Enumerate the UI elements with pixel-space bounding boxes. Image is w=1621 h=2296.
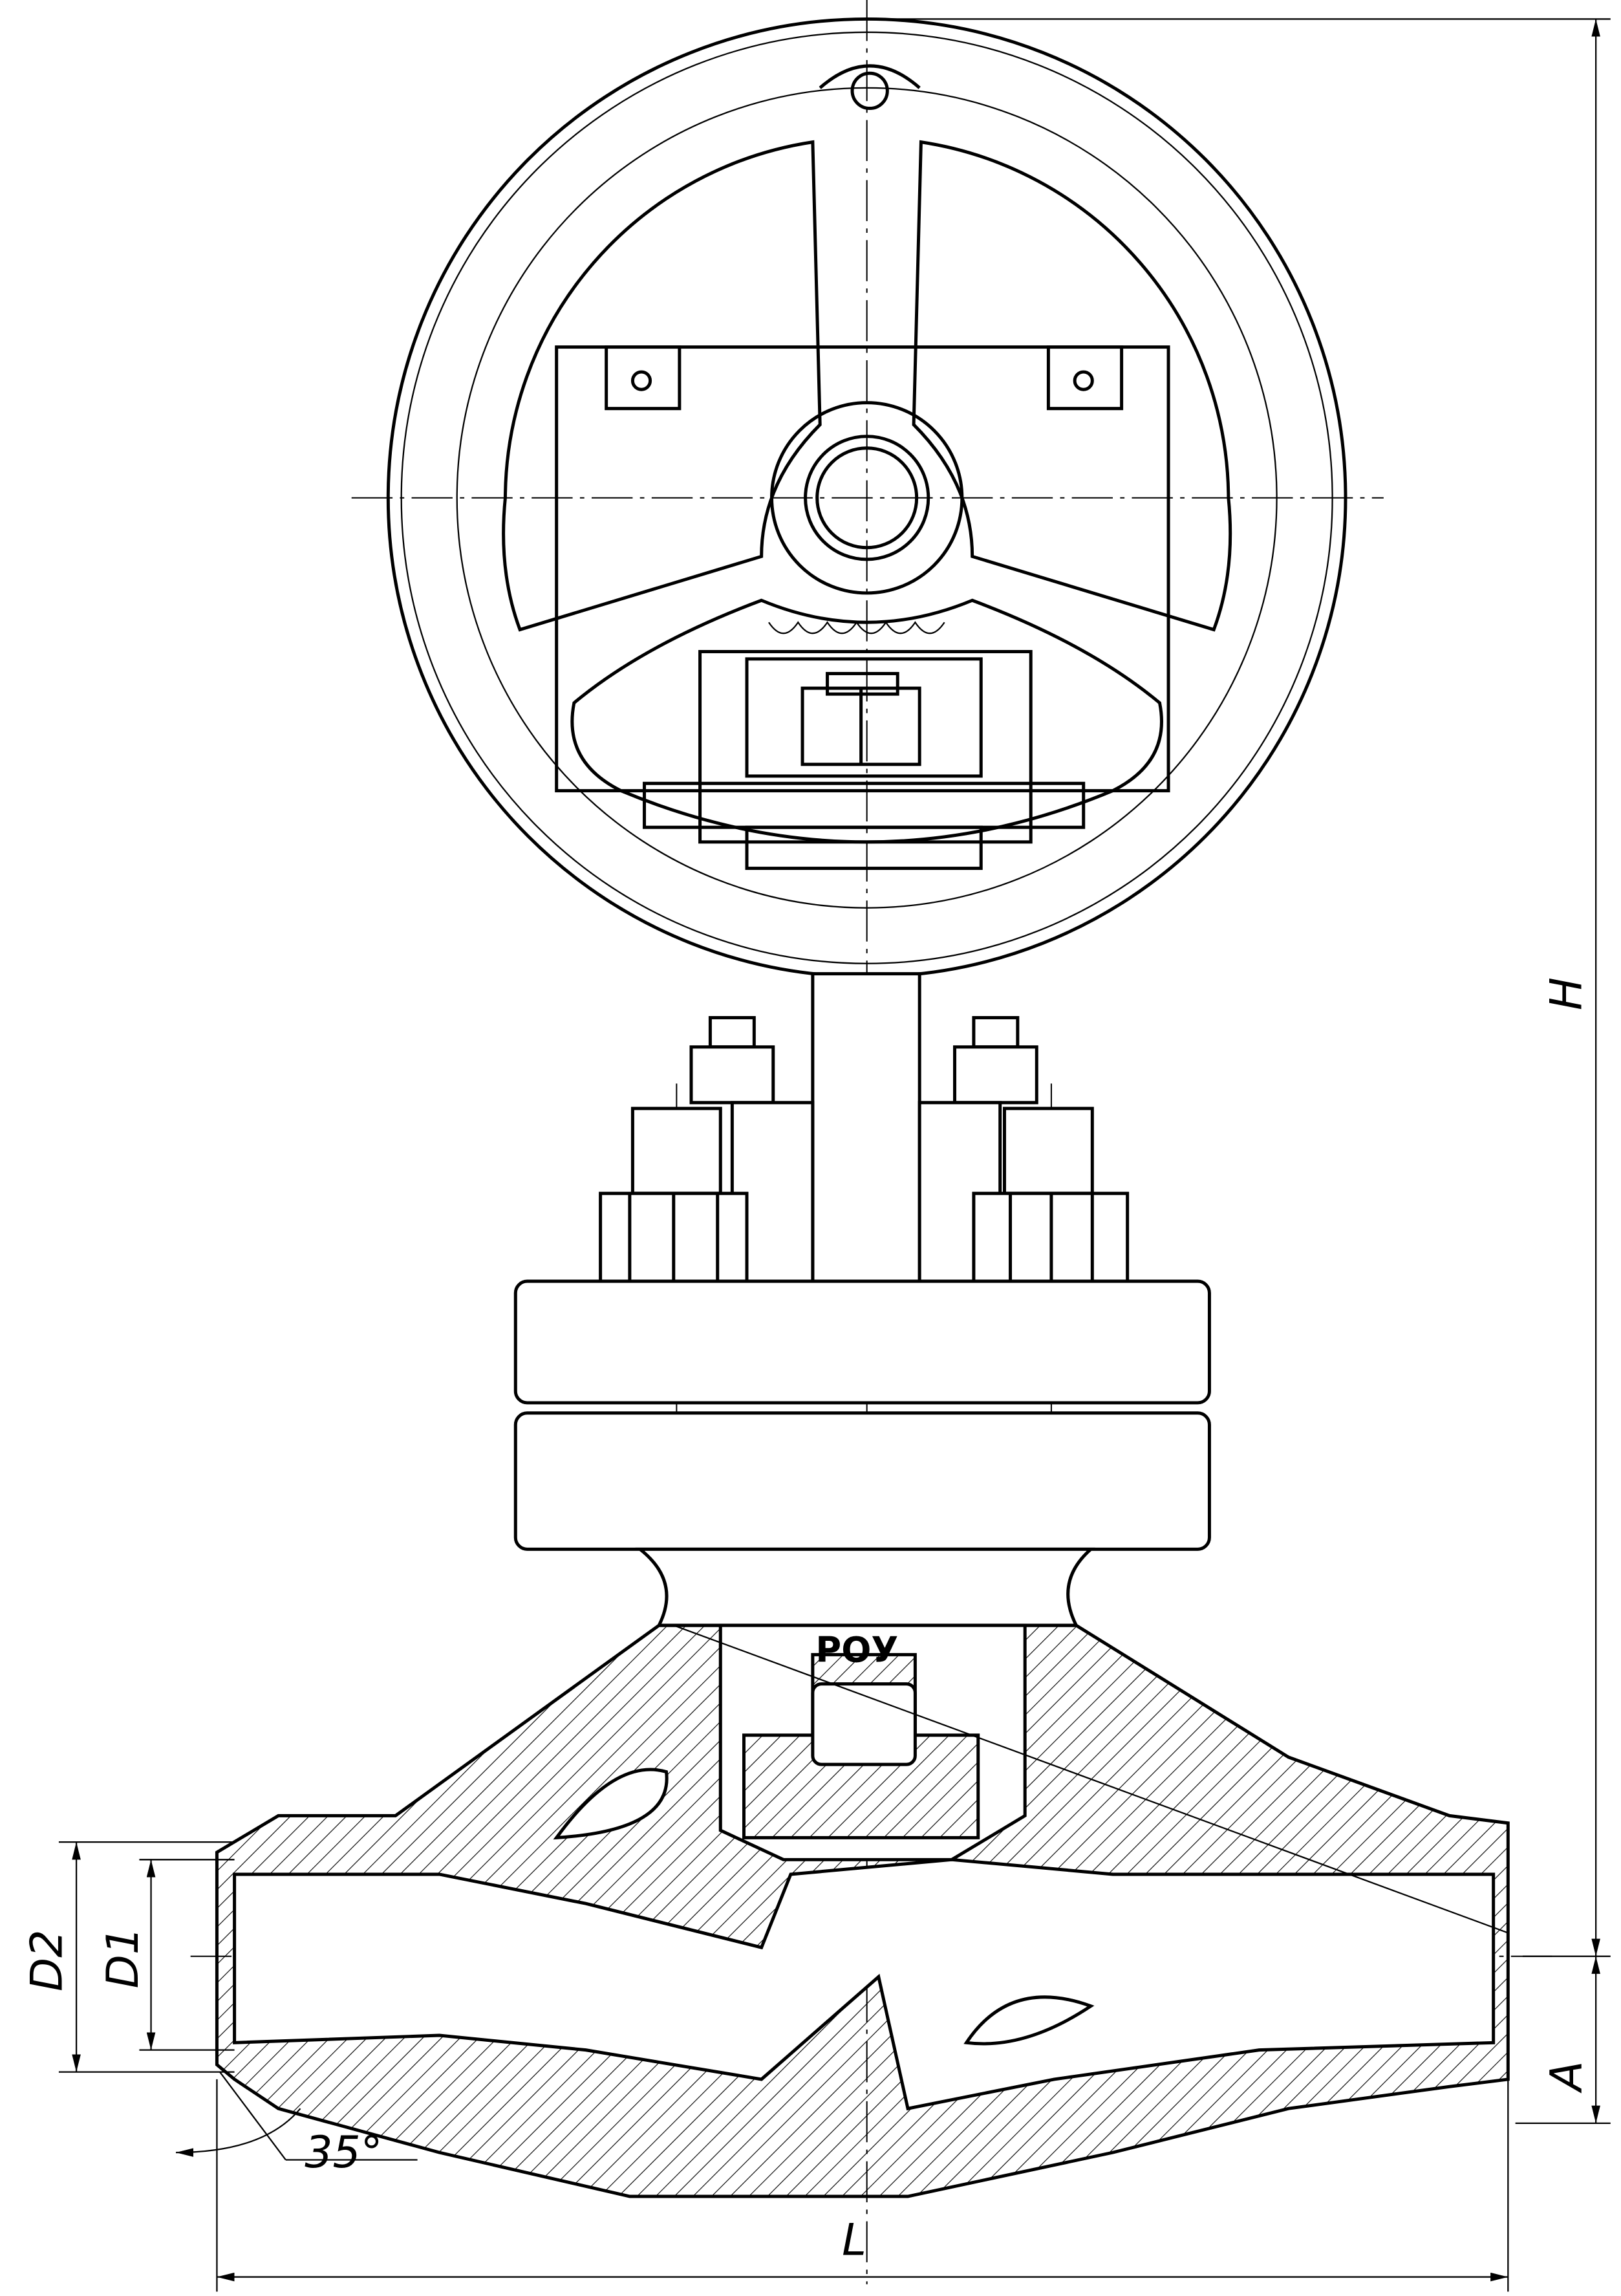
gearbox — [555, 345, 1170, 871]
marking-text: РОУ — [815, 1630, 898, 1671]
bevel-angle-label: 35° — [305, 2127, 382, 2178]
valve-body — [215, 1623, 1510, 2198]
bolts — [599, 1016, 1130, 1286]
dimension-d2-label: D2 — [21, 1930, 72, 1992]
dimension-a-label: A — [1541, 2061, 1593, 2094]
handwheel — [386, 17, 1347, 979]
dimension-l-label: L — [842, 2215, 866, 2266]
dimension-h-label: H — [1541, 977, 1593, 1010]
dimension-lines — [58, 18, 1611, 2292]
stem — [811, 972, 921, 1283]
bonnet-flanges — [513, 1279, 1211, 1627]
dimension-d1-label: D1 — [98, 1927, 149, 1988]
